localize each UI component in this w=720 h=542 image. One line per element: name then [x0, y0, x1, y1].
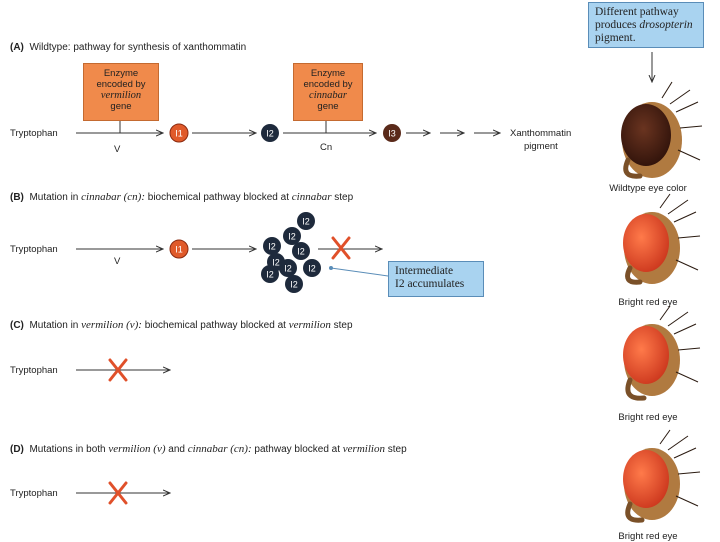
fly-head-icon-c: [623, 305, 701, 401]
panel-b-post: step: [331, 192, 354, 203]
panel-b-prefix: (B): [10, 192, 24, 203]
accum-line1: Intermediate: [395, 265, 454, 277]
i2-dot: [263, 237, 281, 255]
panel-d-pathway: [76, 481, 170, 505]
panel-d-gene3: vermilion: [342, 443, 385, 455]
i2-dot-label: I2: [308, 264, 316, 274]
eye-caption-b: Bright red eye: [618, 297, 678, 308]
x-mark-icon: [108, 358, 128, 382]
panel-b-heading: (B) Mutation in cinnabar (cn): biochemic…: [10, 191, 353, 203]
panel-c-gene2: vermilion: [288, 319, 331, 331]
i2-dot: [283, 227, 301, 245]
i2-label: I2: [266, 129, 274, 139]
i2-dot-label: I2: [268, 242, 276, 252]
enzyme-v-gene: vermilion: [100, 90, 142, 101]
panel-b-pathway: I1 I2 I2 I2 I2 I2 I2 I2 I2 I2: [76, 212, 389, 293]
enzyme-v-line4: gene: [110, 101, 132, 112]
note-line3: pigment.: [595, 32, 636, 44]
i2-dot-label: I2: [288, 232, 296, 242]
panel-b-gene1: cinnabar (cn):: [81, 191, 145, 203]
x-mark-icon: [108, 481, 128, 505]
i2-dot-label: I2: [266, 270, 274, 280]
intermediate-i2: [261, 124, 279, 142]
panel-b-tryptophan: Tryptophan: [10, 244, 58, 255]
intermediate-i1: [169, 123, 189, 143]
panel-a-step2-label: Cn: [320, 142, 333, 153]
panel-d-gene2: cinnabar (cn):: [187, 443, 252, 455]
i2-dot: [292, 242, 310, 260]
product-line1: Xanthommatin: [510, 128, 572, 139]
note-italic: drosopterin: [639, 19, 693, 31]
panel-b-gene2: cinnabar: [291, 191, 332, 203]
eye-caption-c: Bright red eye: [618, 412, 678, 423]
intermediate-i1: [169, 239, 189, 259]
panel-d-pre: Mutations in both: [29, 444, 109, 455]
i2-dot-label: I2: [284, 264, 292, 274]
i2-dot-label: I2: [272, 258, 280, 268]
intermediate-i3: [383, 124, 401, 142]
panel-b-mid: biochemical pathway blocked at: [145, 192, 292, 203]
i2-dot-label: I2: [297, 247, 305, 257]
enzyme-vermilion-box: Enzyme encoded by vermilion gene: [83, 63, 159, 121]
note-line1: Different pathway: [595, 6, 679, 18]
panel-d-heading: (D) Mutations in both vermilion (v) and …: [10, 443, 407, 455]
x-mark-icon: [331, 236, 351, 260]
panel-b-pre: Mutation in: [29, 192, 82, 203]
panel-c-heading: (C) Mutation in vermilion (v): biochemic…: [10, 319, 353, 331]
fly-head-icon-b: [623, 193, 701, 285]
panel-c-prefix: (C): [10, 320, 24, 331]
i2-cluster: I2 I2 I2 I2 I2 I2 I2 I2 I2: [261, 212, 321, 293]
panel-a-tryptophan: Tryptophan: [10, 128, 58, 139]
i3-label: I3: [388, 129, 396, 139]
enzyme-cn-gene: cinnabar: [309, 90, 347, 101]
panel-a-pathway: I1 I2 I3: [76, 121, 500, 143]
panel-c-post: step: [330, 320, 353, 331]
panel-a-heading: (A) Wildtype: pathway for synthesis of x…: [10, 42, 246, 53]
panel-d-gene1: vermilion (v): [108, 443, 166, 455]
panel-c-pathway: [76, 358, 170, 382]
fly-head-icon-wildtype: [621, 81, 703, 179]
panel-d-mid1: and: [165, 444, 188, 455]
note-pointer-dot: [329, 266, 333, 270]
panel-a-text: Wildtype: pathway for synthesis of xanth…: [29, 42, 247, 53]
panel-c-mid: biochemical pathway blocked at: [141, 320, 289, 331]
i2-dot-label: I2: [302, 217, 310, 227]
eye-caption-d: Bright red eye: [618, 531, 678, 542]
panel-d-post: step: [384, 444, 407, 455]
panel-c-gene1: vermilion (v):: [81, 319, 142, 331]
enzyme-cn-line1: Enzyme: [310, 68, 346, 79]
drosopterin-note: Different pathway produces drosopterin p…: [588, 2, 704, 48]
note-pointer: [330, 267, 389, 277]
panel-a-prefix: (A): [10, 42, 24, 53]
fly-head-icon-d: [623, 429, 701, 523]
note-line2: produces: [595, 19, 640, 31]
accum-line2: I2 accumulates: [395, 278, 465, 290]
enzyme-v-line2: encoded by: [96, 79, 146, 90]
eye-caption-wildtype: Wildtype eye color: [609, 183, 687, 194]
panel-a-step1-label: V: [114, 144, 121, 155]
i2-dot: [261, 265, 279, 283]
b-i1-label: I1: [175, 245, 183, 255]
panel-d-mid2: pathway blocked at: [251, 444, 343, 455]
panel-c-pre: Mutation in: [29, 320, 82, 331]
i2-dot: [303, 259, 321, 277]
enzyme-v-line1: Enzyme: [103, 68, 139, 79]
accumulates-note: Intermediate I2 accumulates: [388, 261, 484, 297]
i2-dot: [285, 275, 303, 293]
panel-c-tryptophan: Tryptophan: [10, 365, 58, 376]
i2-dot: [279, 259, 297, 277]
enzyme-cn-line4: gene: [317, 101, 339, 112]
enzyme-cinnabar-box: Enzyme encoded by cinnabar gene: [293, 63, 363, 121]
panel-b-step1-label: V: [114, 256, 121, 267]
panel-d-tryptophan: Tryptophan: [10, 488, 58, 499]
i2-dot: [297, 212, 315, 230]
enzyme-cn-line2: encoded by: [303, 79, 353, 90]
panel-d-prefix: (D): [10, 444, 24, 455]
i1-label: I1: [175, 129, 183, 139]
i2-dot-label: I2: [290, 280, 298, 290]
product-line2: pigment: [524, 141, 558, 152]
